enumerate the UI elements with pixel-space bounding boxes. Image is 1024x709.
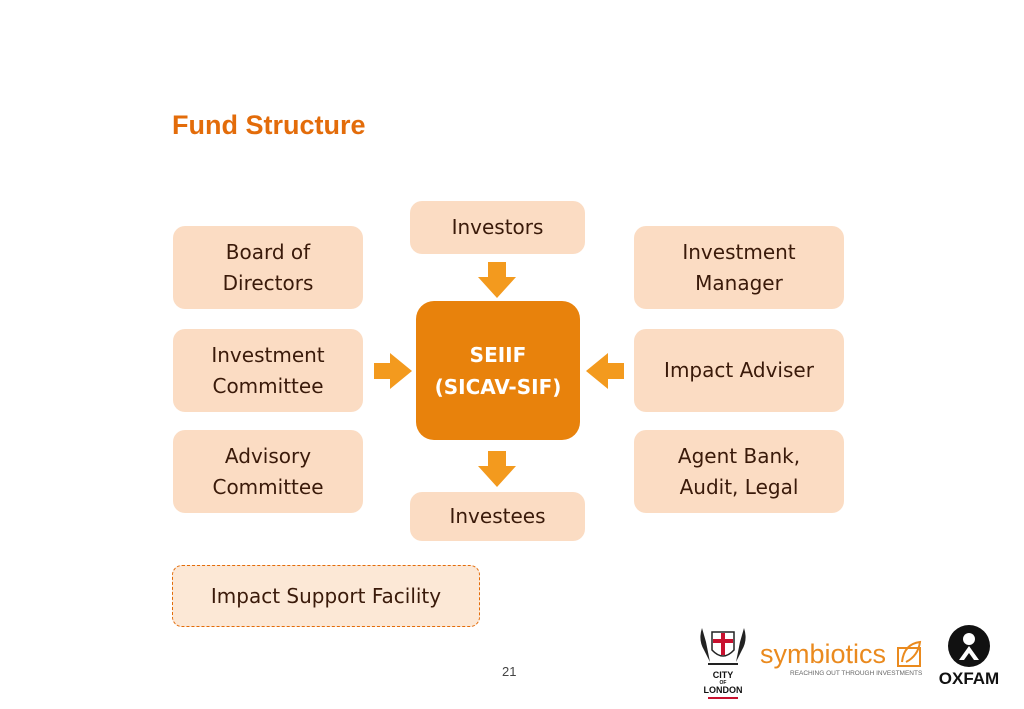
seiif-center-box: SEIIF (SICAV-SIF): [416, 301, 580, 440]
impact-adviser-box: Impact Adviser: [634, 329, 844, 412]
symbiotics-leaf-icon: [897, 640, 922, 667]
impact-support-facility-box: Impact Support Facility: [172, 565, 480, 627]
symbiotics-tagline: REACHING OUT THROUGH INVESTMENTS: [790, 670, 923, 677]
symbiotics-name: symbiotics: [760, 639, 887, 669]
investment-manager-box: Investment Manager: [634, 226, 844, 309]
oxfam-logo: OXFAM: [936, 624, 1002, 692]
arrow-left-icon: [586, 353, 624, 389]
city-logo-line1: CITY: [712, 670, 734, 680]
city-crest-icon: [700, 628, 746, 665]
investors-box: Investors: [410, 201, 585, 254]
arrow-right-icon: [374, 353, 412, 389]
investees-box: Investees: [410, 492, 585, 541]
page-title: Fund Structure: [172, 110, 366, 140]
oxfam-symbol-icon: [948, 625, 990, 667]
investment-committee-box: Investment Committee: [173, 329, 363, 412]
arrow-down-icon: [478, 262, 516, 298]
city-logo-line3: LONDON: [703, 685, 743, 695]
advisory-committee-box: Advisory Committee: [173, 430, 363, 513]
page-number: 21: [502, 664, 517, 679]
oxfam-name: OXFAM: [938, 669, 1000, 688]
agent-bank-box: Agent Bank, Audit, Legal: [634, 430, 844, 513]
city-logo-line2: OF: [719, 680, 727, 686]
board-of-directors-box: Board of Directors: [173, 226, 363, 309]
arrow-down-icon: [478, 451, 516, 487]
city-of-london-logo: CITY OF LONDON: [694, 622, 752, 699]
symbiotics-logo: symbiotics REACHING OUT THROUGH INVESTME…: [760, 640, 930, 684]
